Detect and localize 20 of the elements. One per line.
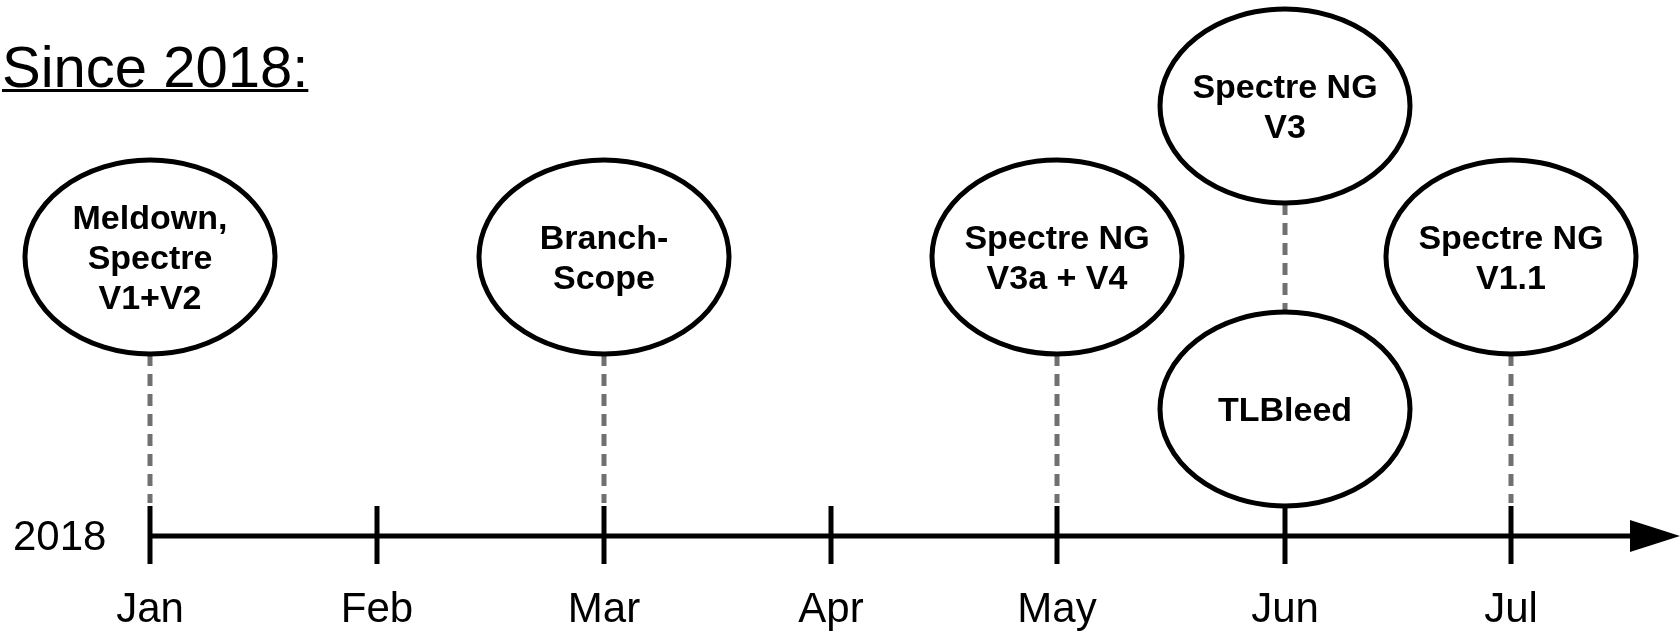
dashed-connector — [1508, 354, 1514, 503]
event-label: Spectre NG V3 — [1191, 66, 1379, 146]
month-label: May — [1017, 584, 1097, 632]
event-label: Branch-Scope — [538, 217, 670, 297]
month-label: Jul — [1484, 584, 1538, 632]
event-label: Spectre NG V3a + V4 — [963, 217, 1151, 297]
event-label: Spectre NG V1.1 — [1417, 217, 1605, 297]
dashed-connector — [1054, 354, 1060, 503]
heading: Since 2018: — [2, 34, 309, 100]
month-label: Mar — [567, 584, 641, 632]
dashed-connector — [1282, 203, 1288, 312]
month-label: Jan — [116, 584, 184, 632]
event-label: TLBleed — [1216, 389, 1354, 429]
month-label: Feb — [340, 584, 414, 632]
month-label: Apr — [798, 584, 864, 632]
event-label: Meldown, Spectre V1+V2 — [71, 197, 229, 317]
year-label: 2018 — [13, 512, 107, 560]
dashed-connector — [601, 354, 607, 503]
month-label: Jun — [1251, 584, 1319, 632]
dashed-connector — [147, 354, 153, 503]
